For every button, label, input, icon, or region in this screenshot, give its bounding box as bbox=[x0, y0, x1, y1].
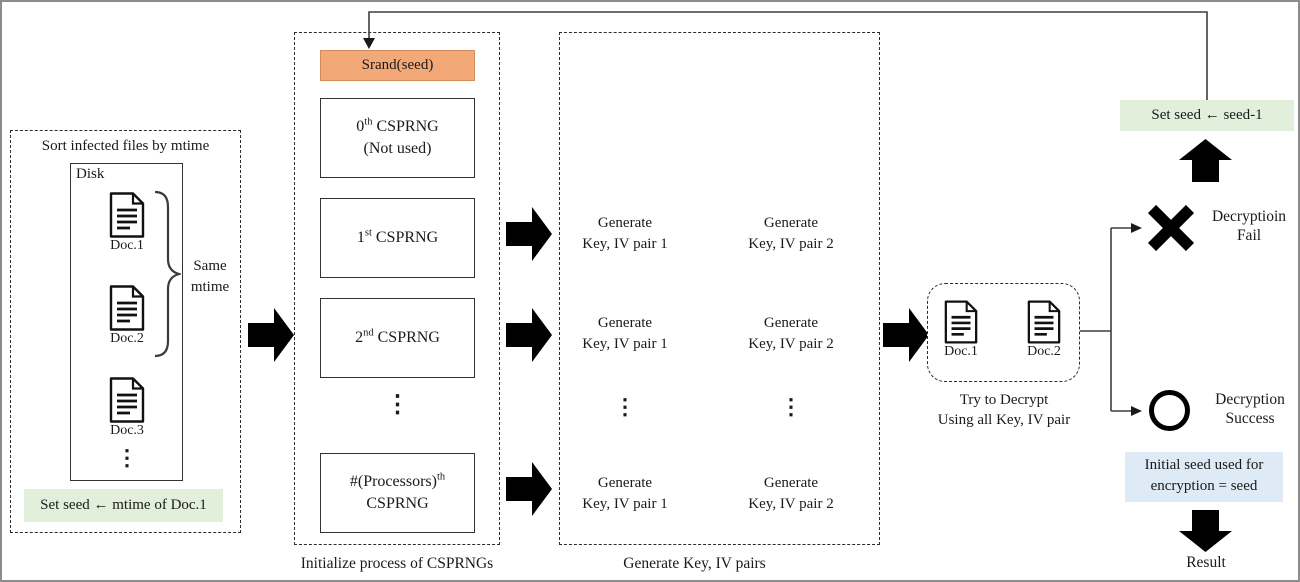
csprng-panel-caption: Initialize process of CSPRNGs bbox=[300, 555, 494, 572]
flow-arrow-icon bbox=[506, 308, 552, 362]
vertical-ellipsis: ⋮ bbox=[614, 394, 636, 419]
generate-panel-caption: Generate Key, IV pairs bbox=[623, 555, 766, 572]
doc-label: Doc.3 bbox=[110, 423, 144, 438]
result-label: Result bbox=[1186, 554, 1226, 571]
sort-files-panel: Sort infected files by mtime Disk Doc.1 bbox=[10, 130, 241, 533]
flow-arrow-icon bbox=[506, 207, 552, 261]
fail-label: Decryptioin Fail bbox=[1211, 208, 1287, 244]
vertical-ellipsis: ⋮ bbox=[385, 392, 410, 418]
csprng-panel: Srand(seed) 0th CSPRNG (Not used) 1st CS… bbox=[294, 32, 500, 545]
brace-icon bbox=[154, 190, 181, 358]
doc-label: Doc.1 bbox=[110, 238, 144, 253]
same-mtime-label: Same mtime bbox=[190, 258, 230, 295]
generate-row-1: Generate Key, IV pair 1 Generate Key, IV… bbox=[582, 215, 834, 252]
success-label: Decryption Success bbox=[1215, 391, 1285, 427]
decrypt-doc1-item: Doc.1 bbox=[943, 300, 979, 360]
document-icon bbox=[944, 300, 978, 344]
csprng-box-0: 0th CSPRNG (Not used) bbox=[320, 98, 475, 178]
document-icon bbox=[109, 192, 145, 238]
try-decrypt-caption: Try to Decrypt Using all Key, IV pair bbox=[937, 392, 1071, 428]
disk-box: Disk Doc.1 Doc.2 bbox=[70, 163, 183, 481]
down-arrow-icon bbox=[1179, 510, 1232, 552]
decrypt-doc2-item: Doc.2 bbox=[1026, 300, 1062, 360]
doc-label: Doc.2 bbox=[110, 331, 144, 346]
seed-result-note: Initial seed used for encryption = seed bbox=[1125, 452, 1283, 502]
success-circle-icon bbox=[1149, 390, 1190, 431]
flow-arrow-icon bbox=[883, 308, 929, 362]
flow-arrow-icon bbox=[248, 308, 294, 362]
doc2-item: Doc.2 bbox=[108, 285, 146, 347]
csprng-box-1: 1st CSPRNG bbox=[320, 198, 475, 278]
up-arrow-icon bbox=[1179, 139, 1232, 182]
document-icon bbox=[109, 285, 145, 331]
set-seed-retry-note: Set seed ← seed-1 bbox=[1120, 100, 1294, 131]
fail-x-icon bbox=[1148, 205, 1194, 251]
doc-label: Doc.1 bbox=[944, 344, 978, 359]
generate-panel: Generate Key, IV pair 1 Generate Key, IV… bbox=[559, 32, 880, 545]
csprng-box-n: #(Processors)th CSPRNG bbox=[320, 453, 475, 533]
srand-seed-box: Srand(seed) bbox=[320, 50, 475, 81]
generate-row-2: Generate Key, IV pair 1 Generate Key, IV… bbox=[582, 315, 834, 352]
document-icon bbox=[1027, 300, 1061, 344]
vertical-ellipsis: ⋮ bbox=[780, 394, 802, 419]
vertical-ellipsis: ⋮ bbox=[116, 445, 138, 470]
doc1-item: Doc.1 bbox=[108, 192, 146, 254]
doc-label: Doc.2 bbox=[1027, 344, 1061, 359]
document-icon bbox=[109, 377, 145, 423]
set-seed-mtime-note: Set seed ← mtime of Doc.1 bbox=[24, 489, 223, 522]
sort-files-title: Sort infected files by mtime bbox=[41, 138, 210, 154]
csprng-box-2: 2nd CSPRNG bbox=[320, 298, 475, 378]
doc3-item: Doc.3 bbox=[108, 377, 146, 439]
flow-arrow-icon bbox=[506, 462, 552, 516]
try-decrypt-box: Doc.1 Doc.2 bbox=[927, 283, 1080, 382]
disk-label: Disk bbox=[76, 166, 105, 182]
generate-row-3: Generate Key, IV pair 1 Generate Key, IV… bbox=[582, 475, 834, 512]
